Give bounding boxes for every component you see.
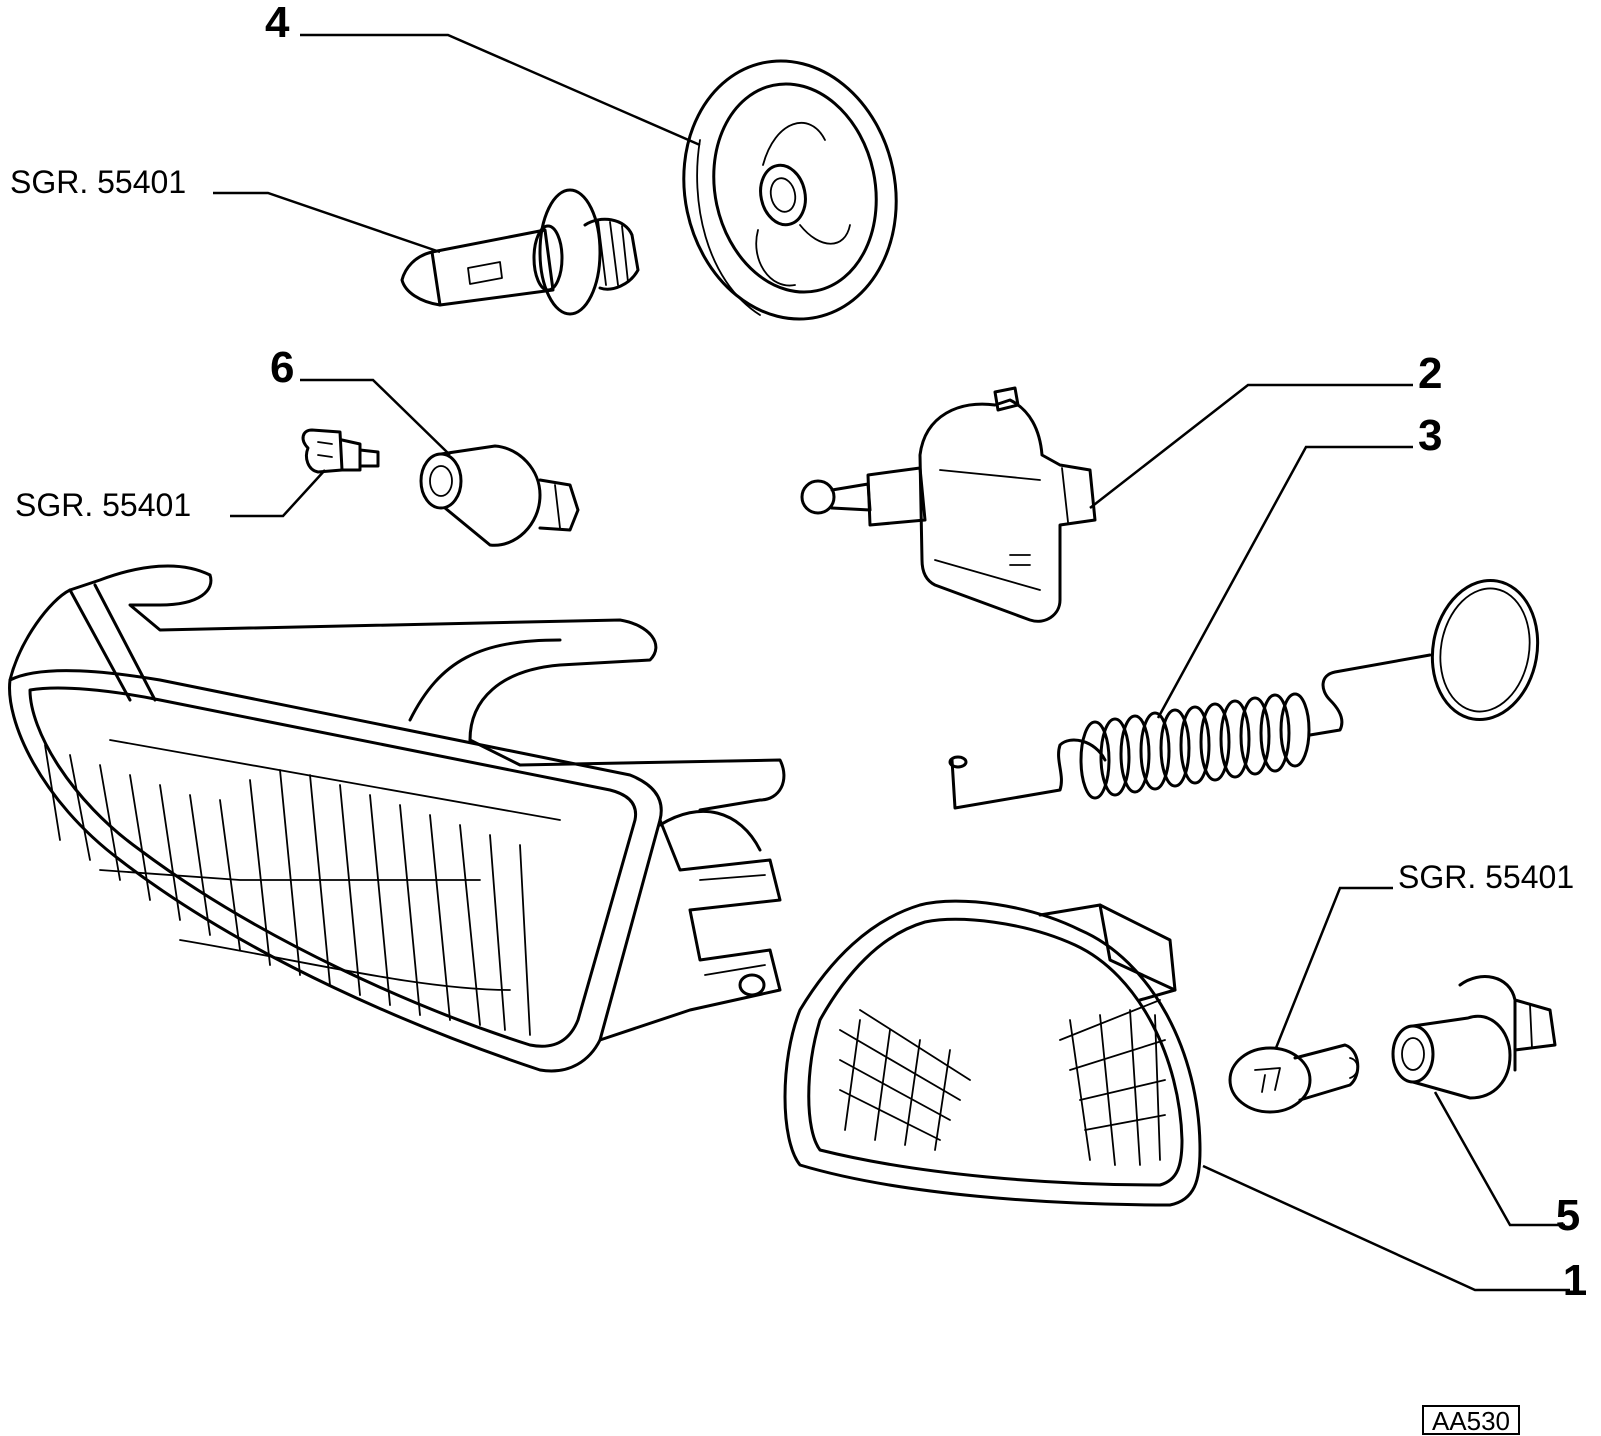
indicator-bulb (1228, 1043, 1360, 1114)
headlamp-assembly (8, 564, 786, 1073)
leader-sgr-2 (230, 469, 326, 518)
part-2-leveling-actuator (800, 386, 1097, 623)
part-3-spring-clip (948, 578, 1540, 810)
ref-h7-bulb: SGR. 55401 (10, 164, 186, 200)
leader-lines (213, 33, 1570, 1292)
drawing-code-box: AA530 (1422, 1405, 1520, 1436)
reference-labels: SGR. 55401 SGR. 55401 SGR. 55401 (10, 164, 1574, 895)
part-6-lamp-holder (419, 444, 580, 547)
leader-4 (300, 33, 701, 147)
callout-labels: 4 6 2 3 5 1 (265, 0, 1587, 1305)
spring-coils (1079, 692, 1311, 800)
ref-indicator-bulb: SGR. 55401 (1398, 859, 1574, 895)
callout-4: 4 (265, 0, 290, 47)
leader-1 (1202, 1164, 1570, 1292)
leader-sgr-3 (1274, 886, 1393, 1049)
leader-sgr-1 (213, 191, 441, 254)
small-wedge-bulb (301, 428, 380, 474)
part-4-headlamp-cover (682, 59, 898, 321)
callout-3: 3 (1418, 411, 1442, 460)
leader-6 (300, 378, 451, 456)
drawing-code: AA530 (1432, 1406, 1510, 1436)
callout-2: 2 (1418, 349, 1442, 398)
callout-5: 5 (1556, 1191, 1580, 1240)
lens-ribs (44, 744, 531, 1036)
leader-2 (1089, 383, 1413, 509)
callout-1: 1 (1563, 1256, 1587, 1305)
h7-bulb (400, 188, 640, 316)
ref-small-bulb: SGR. 55401 (15, 487, 191, 523)
part-5-indicator-holder (1391, 975, 1557, 1100)
leader-3 (1156, 445, 1413, 719)
part-1-indicator-lens (783, 899, 1202, 1207)
leader-5 (1433, 1091, 1565, 1227)
callout-6: 6 (270, 343, 294, 392)
